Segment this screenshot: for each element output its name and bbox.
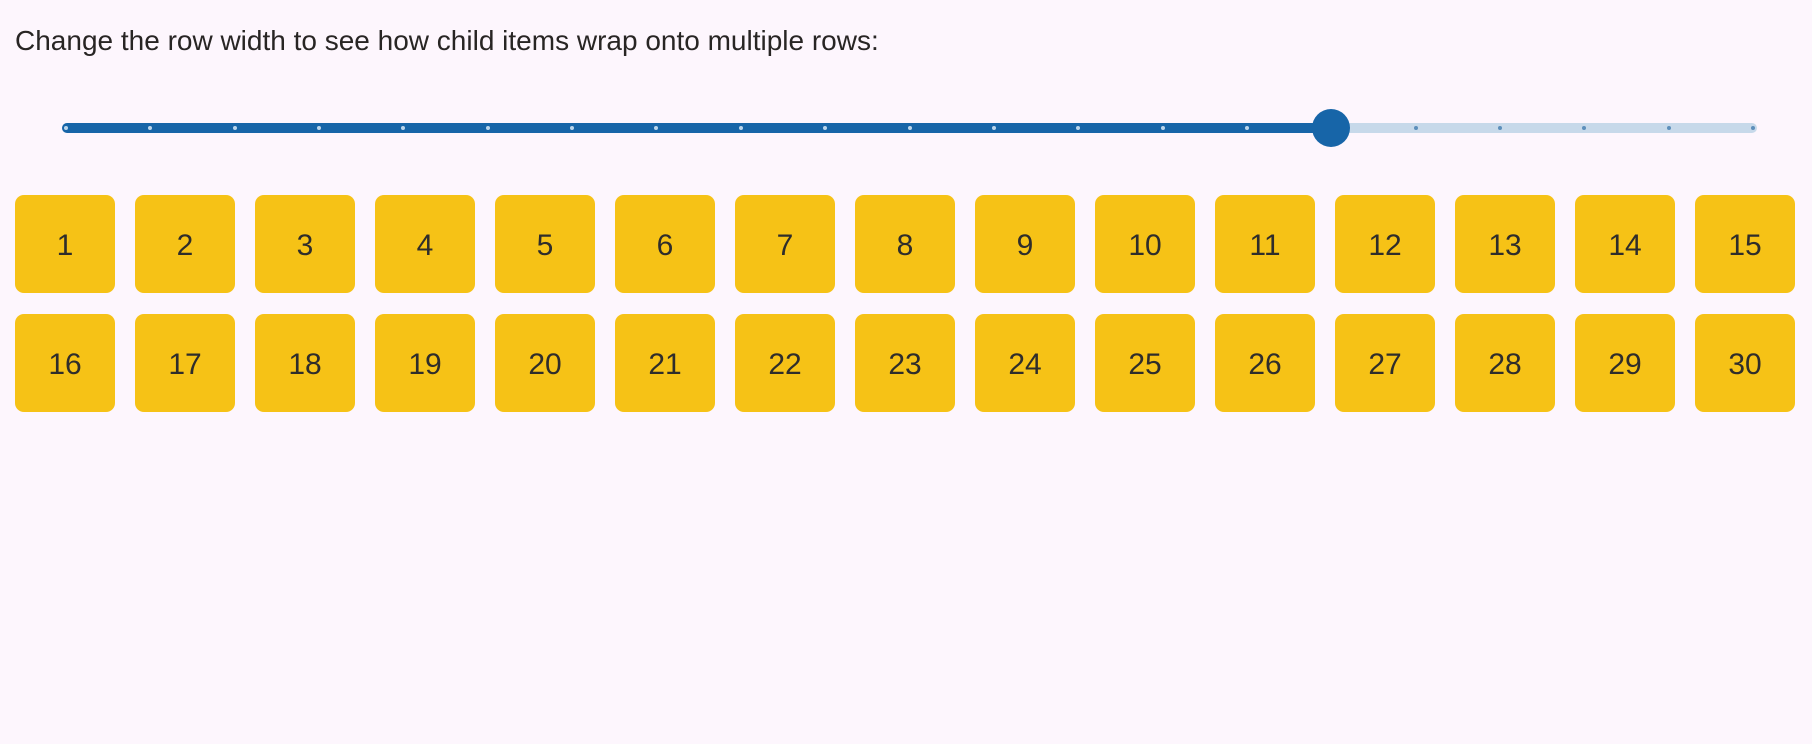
row-width-slider[interactable] bbox=[62, 108, 1757, 148]
grid-item: 21 bbox=[615, 314, 715, 412]
grid-item: 28 bbox=[1455, 314, 1555, 412]
slider-tick bbox=[570, 126, 575, 130]
instruction-text: Change the row width to see how child it… bbox=[15, 25, 879, 56]
grid-item: 6 bbox=[615, 195, 715, 293]
grid-item: 3 bbox=[255, 195, 355, 293]
slider-tick bbox=[485, 126, 490, 130]
grid-item: 30 bbox=[1695, 314, 1795, 412]
grid-item: 20 bbox=[495, 314, 595, 412]
slider-tick bbox=[1076, 126, 1081, 130]
grid-item: 4 bbox=[375, 195, 475, 293]
grid-item: 10 bbox=[1095, 195, 1195, 293]
slider-tick bbox=[654, 126, 659, 130]
slider-tick bbox=[1582, 126, 1587, 130]
grid-item: 7 bbox=[735, 195, 835, 293]
grid-item: 24 bbox=[975, 314, 1075, 412]
slider-tick bbox=[823, 126, 828, 130]
slider-tick bbox=[1244, 126, 1249, 130]
slider-tick bbox=[148, 126, 153, 130]
slider-tick bbox=[1666, 126, 1671, 130]
grid-item: 25 bbox=[1095, 314, 1195, 412]
grid-item: 26 bbox=[1215, 314, 1315, 412]
grid-item: 1 bbox=[15, 195, 115, 293]
slider-tick bbox=[232, 126, 237, 130]
grid-item: 5 bbox=[495, 195, 595, 293]
grid-item: 29 bbox=[1575, 314, 1675, 412]
slider-thumb[interactable] bbox=[1312, 109, 1351, 147]
slider-tick bbox=[991, 126, 996, 130]
slider-tick bbox=[1497, 126, 1502, 130]
grid-item: 9 bbox=[975, 195, 1075, 293]
grid-item: 19 bbox=[375, 314, 475, 412]
grid-item: 13 bbox=[1455, 195, 1555, 293]
grid-item: 23 bbox=[855, 314, 955, 412]
grid-item: 27 bbox=[1335, 314, 1435, 412]
slider-rail[interactable] bbox=[62, 109, 1757, 147]
grid-item: 2 bbox=[135, 195, 235, 293]
grid-item: 22 bbox=[735, 314, 835, 412]
slider-tick bbox=[907, 126, 912, 130]
bottom-edge-strip bbox=[0, 744, 1812, 752]
slider-fill bbox=[62, 123, 1332, 133]
slider-tick bbox=[1160, 126, 1165, 130]
slider-tick bbox=[738, 126, 743, 130]
grid-item: 8 bbox=[855, 195, 955, 293]
slider-tick bbox=[1413, 126, 1418, 130]
slider-tick bbox=[64, 126, 68, 130]
slider-tick bbox=[401, 126, 406, 130]
grid-item: 16 bbox=[15, 314, 115, 412]
grid-item: 18 bbox=[255, 314, 355, 412]
grid-item: 14 bbox=[1575, 195, 1675, 293]
slider-tick bbox=[1751, 126, 1755, 130]
grid-item: 11 bbox=[1215, 195, 1315, 293]
grid-item: 15 bbox=[1695, 195, 1795, 293]
grid-item: 12 bbox=[1335, 195, 1435, 293]
slider-tick bbox=[317, 126, 322, 130]
grid-item: 17 bbox=[135, 314, 235, 412]
